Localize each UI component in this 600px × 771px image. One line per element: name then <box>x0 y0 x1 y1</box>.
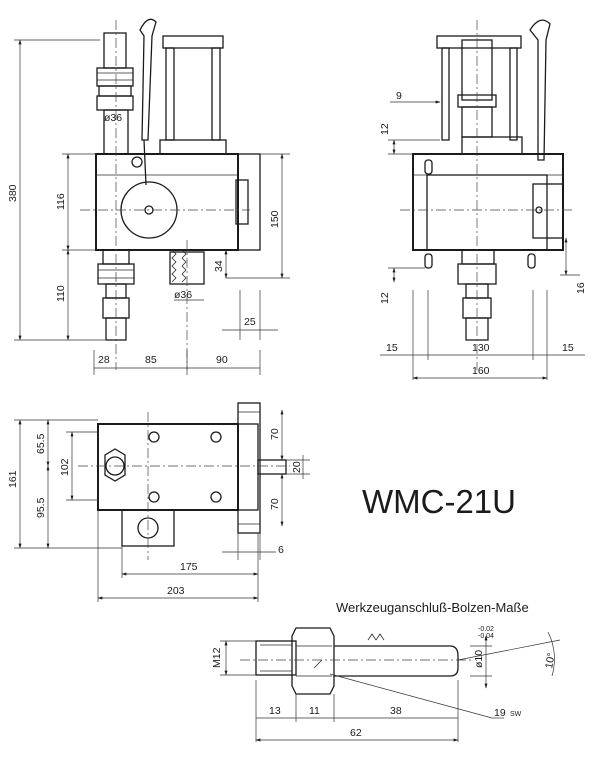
dim-12-bottom: 12 <box>379 292 391 304</box>
dim-9: 9 <box>396 90 402 102</box>
bolt-detail: Werkzeuganschluß-Bolzen-Maße M12 ø10 -0.… <box>211 600 561 742</box>
lever-handle <box>139 18 157 141</box>
model-title: WMC-21U <box>362 483 516 520</box>
side-body <box>412 153 564 251</box>
dia-36-bottom: ø36 <box>174 289 192 301</box>
dim-65-5: 65.5 <box>35 433 47 454</box>
dim-12-top: 12 <box>379 123 391 135</box>
dim-150: 150 <box>269 210 281 228</box>
bolt-sw-label: SW <box>510 711 522 718</box>
bolt-dim-11: 11 <box>309 705 320 717</box>
dim-20: 20 <box>291 461 303 473</box>
bolt-thread-size: M12 <box>211 647 223 668</box>
bolt-shaft <box>334 645 459 677</box>
dim-90: 90 <box>216 354 228 366</box>
top-plate <box>162 35 224 49</box>
main-body <box>95 153 239 251</box>
top-body <box>97 423 239 511</box>
bolt-dim-62: 62 <box>350 727 362 739</box>
side-view: 9 12 12 16 15 130 15 160 <box>379 19 587 380</box>
dim-70-bottom: 70 <box>269 498 281 510</box>
dim-70-top: 70 <box>269 428 281 440</box>
dim-203: 203 <box>167 585 185 597</box>
dim-175: 175 <box>180 561 198 573</box>
dim-25: 25 <box>244 316 256 328</box>
bolt-tol-lower: -0.04 <box>478 633 494 640</box>
dim-160: 160 <box>472 365 490 377</box>
bolt-diameter: ø10 <box>473 650 485 668</box>
top-cylinder <box>103 32 127 69</box>
dim-85: 85 <box>145 354 157 366</box>
dim-34: 34 <box>213 260 225 272</box>
bolt-tol-upper: -0.02 <box>478 626 494 633</box>
top-view: 161 65.5 95.5 102 70 70 20 6 175 203 <box>7 402 310 602</box>
side-lever <box>529 19 551 161</box>
dim-6: 6 <box>278 544 284 556</box>
dim-380: 380 <box>7 184 19 202</box>
dim-130: 130 <box>472 342 490 354</box>
dim-110: 110 <box>55 285 67 302</box>
front-view: 380 116 110 150 34 25 28 85 90 ø36 ø36 <box>7 18 290 375</box>
dim-95-5: 95.5 <box>35 497 47 518</box>
dim-161: 161 <box>7 470 19 488</box>
bolt-hex <box>291 627 335 695</box>
hex-nut <box>104 448 126 482</box>
bolt-sw-size: 19 <box>494 707 506 719</box>
dia-36-top: ø36 <box>104 112 122 124</box>
dim-16: 16 <box>575 282 587 294</box>
bolt-dim-13: 13 <box>269 705 281 717</box>
bolt-caption: Werkzeuganschluß-Bolzen-Maße <box>336 600 529 615</box>
dim-15-right: 15 <box>562 342 574 354</box>
bolt-dim-38: 38 <box>390 705 402 717</box>
dim-116: 116 <box>55 193 67 210</box>
side-flange <box>237 153 261 251</box>
spring <box>171 249 187 283</box>
top-nut <box>96 67 134 87</box>
bolt-thread <box>255 640 297 676</box>
dim-28: 28 <box>98 354 110 366</box>
bolt-angle: 10° <box>543 652 558 670</box>
dim-102: 102 <box>59 458 71 476</box>
dim-15-left: 15 <box>386 342 398 354</box>
